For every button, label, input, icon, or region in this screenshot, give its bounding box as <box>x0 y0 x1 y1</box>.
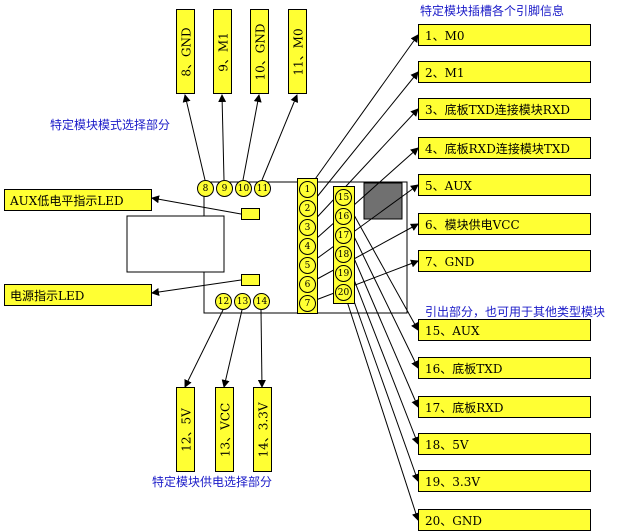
aux-led <box>241 208 260 220</box>
top-label-3-text: 10、GND <box>253 23 267 80</box>
bottom-label-1-text: 12、5V <box>179 407 193 452</box>
bottom-label-3-text: 14、3.3V <box>256 401 270 458</box>
connector-line <box>221 309 243 388</box>
connector-line <box>307 71 419 209</box>
right-label-4: 4、底板RXD连接模块TXD <box>418 137 591 159</box>
pin-11: 11 <box>254 180 271 197</box>
pin-15: 15 <box>335 189 352 206</box>
pin-12: 12 <box>215 293 232 310</box>
power-led <box>241 274 260 286</box>
pin-19: 19 <box>335 265 352 282</box>
pin-14: 14 <box>253 293 270 310</box>
pin-8: 8 <box>197 180 214 197</box>
pin-4: 4 <box>299 238 316 255</box>
connector-line <box>343 196 419 331</box>
pin-20: 20 <box>335 284 352 301</box>
connector-line <box>307 108 419 228</box>
pin-7: 7 <box>299 295 316 312</box>
left-label-power-led: 电源指示LED <box>4 284 152 306</box>
connector-line <box>307 184 419 266</box>
top-label-4: 11、M0 <box>288 9 307 94</box>
pin-2: 2 <box>299 200 316 217</box>
right-label-2: 2、M1 <box>418 61 591 83</box>
right-label-1: 1、M0 <box>418 24 591 46</box>
top-label-2-text: 9、M1 <box>216 31 230 72</box>
bottom-label-2: 13、VCC <box>215 387 234 472</box>
top-label-4-text: 11、M0 <box>291 27 305 76</box>
pin-3: 3 <box>299 219 316 236</box>
connector-line <box>343 272 420 482</box>
pin-10: 10 <box>235 180 252 197</box>
side-connector <box>126 215 225 273</box>
pin-16: 16 <box>335 208 352 225</box>
right-label-7: 7、GND <box>418 250 591 272</box>
right-label-8: 15、AUX <box>418 319 591 341</box>
connector-line <box>343 253 420 445</box>
connector-line <box>242 94 262 181</box>
right-label-9: 16、底板TXD <box>418 357 591 379</box>
right-label-10: 17、底板RXD <box>418 396 591 418</box>
connector-line <box>184 309 224 388</box>
pin-9: 9 <box>216 180 233 197</box>
left-label-aux-led: AUX低电平指示LED <box>4 189 152 211</box>
caption-power: 特定模块供电选择部分 <box>152 475 273 489</box>
right-label-6: 6、模块供电VCC <box>418 213 591 235</box>
connector-line <box>218 94 227 181</box>
connector-line <box>307 34 419 190</box>
connector-line <box>261 94 299 181</box>
connector-line <box>257 309 266 388</box>
title-top: 特定模块插槽各个引脚信息 <box>420 4 565 18</box>
pin-18: 18 <box>335 246 352 263</box>
connector-line <box>182 94 206 181</box>
right-label-12: 19、3.3V <box>418 470 591 492</box>
connector-line <box>307 259 419 304</box>
connector-line <box>151 279 242 296</box>
pin-5: 5 <box>299 257 316 274</box>
top-label-1-text: 8、GND <box>179 26 193 77</box>
caption-mode: 特定模块模式选择部分 <box>50 118 171 132</box>
top-label-2: 9、M1 <box>213 9 232 94</box>
connector-line <box>307 147 419 247</box>
connector-line <box>151 195 242 215</box>
connector-line <box>343 215 419 369</box>
caption-lead: 引出部分，也可用于其他类型模块 <box>425 305 606 319</box>
connector-line <box>343 291 420 521</box>
pin-13: 13 <box>234 293 251 310</box>
pin-17: 17 <box>335 227 352 244</box>
pin-6: 6 <box>299 276 316 293</box>
connector-line <box>343 234 419 408</box>
bottom-label-2-text: 13、VCC <box>218 402 232 457</box>
right-label-5: 5、AUX <box>418 174 591 196</box>
bottom-label-1: 12、5V <box>176 387 195 472</box>
right-label-11: 18、5V <box>418 433 591 455</box>
top-label-1: 8、GND <box>176 9 195 94</box>
right-label-13: 20、GND <box>418 509 591 531</box>
right-label-3: 3、底板TXD连接模块RXD <box>418 98 591 120</box>
top-label-3: 10、GND <box>250 9 269 94</box>
bottom-label-3: 14、3.3V <box>253 387 272 472</box>
pin-1: 1 <box>299 181 316 198</box>
